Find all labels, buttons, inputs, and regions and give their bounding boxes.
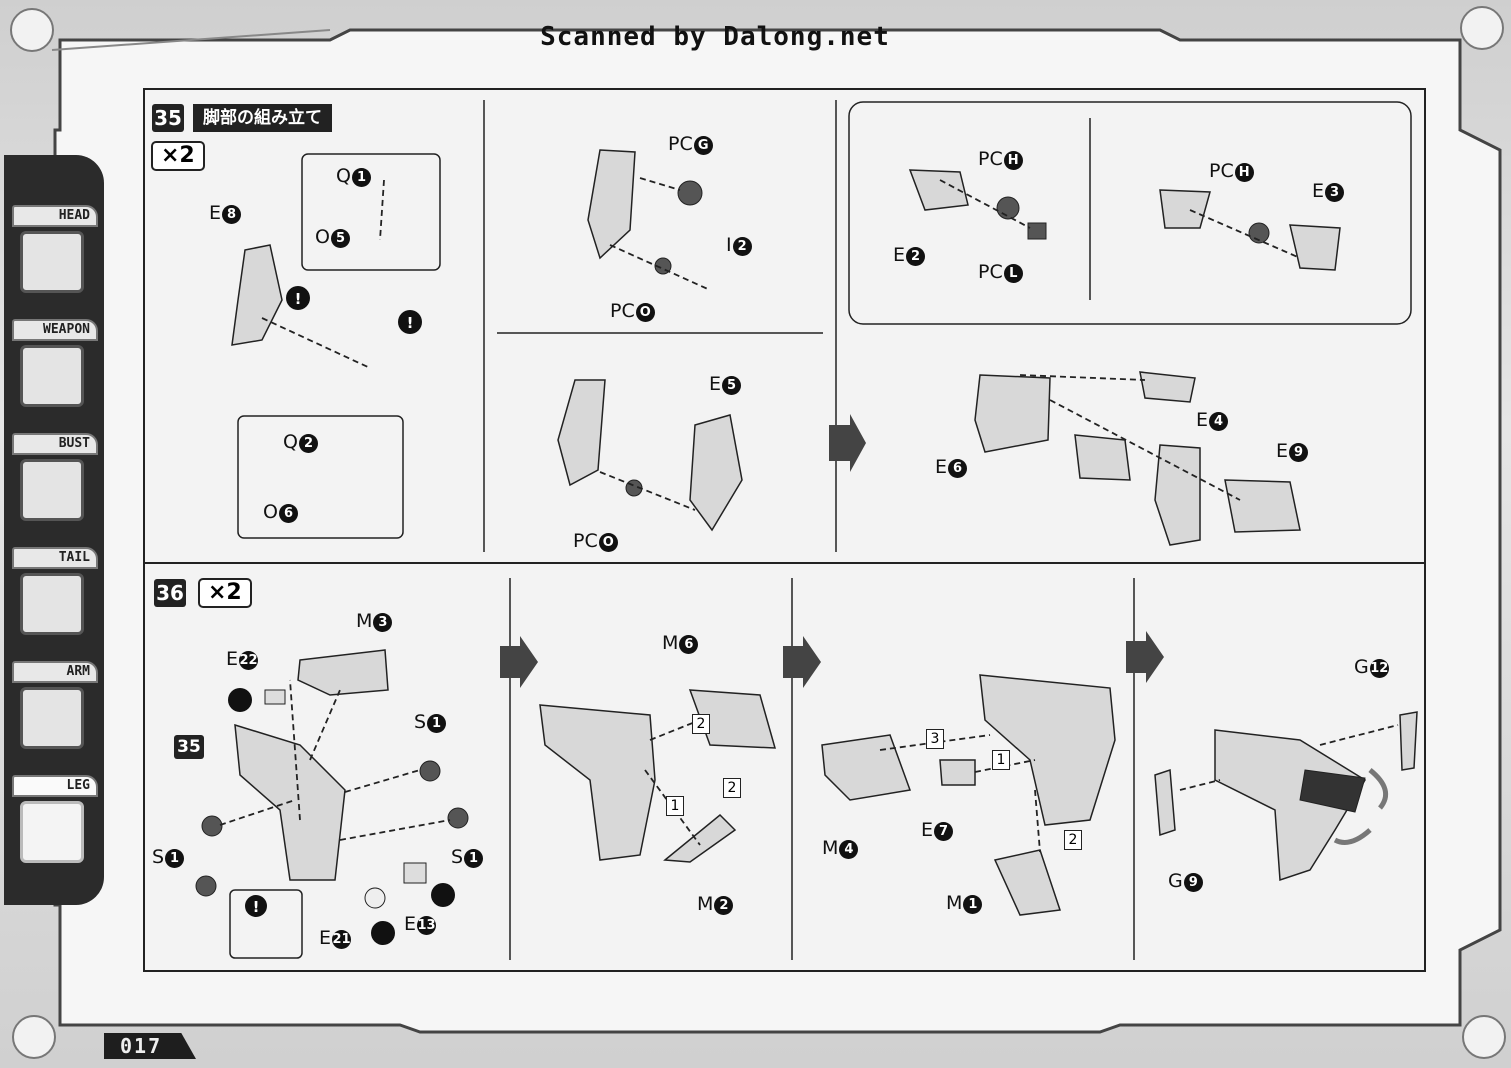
sidebar-tab-head[interactable]: HEAD <box>12 205 98 293</box>
part-label: E22 <box>226 648 259 670</box>
page-number: 017 <box>104 1033 196 1059</box>
sidebar-tab-label: ARM <box>12 661 98 683</box>
corner-emblem-icon <box>1462 1015 1506 1059</box>
corner-emblem-icon <box>12 1015 56 1059</box>
sidebar-tab-label: LEG <box>12 775 98 797</box>
tail-part-icon <box>20 573 84 635</box>
step-number-badge: 35 <box>152 104 184 132</box>
part-label: E21 <box>319 927 352 949</box>
head-part-icon <box>20 231 84 293</box>
sidebar-tab-label: TAIL <box>12 547 98 569</box>
step-divider <box>143 562 1426 564</box>
scan-watermark: Scanned by Dalong.net <box>540 22 890 52</box>
assembly-order-mark: 2 <box>1064 830 1082 850</box>
step-title: 脚部の組み立て <box>193 104 332 132</box>
reference-step-badge: 35 <box>174 735 204 759</box>
sidebar-tab-leg[interactable]: LEG <box>12 775 98 863</box>
svg-text:!: ! <box>295 290 302 308</box>
bust-part-icon <box>20 459 84 521</box>
assembly-order-mark: 2 <box>692 714 710 734</box>
assembly-order-mark: 1 <box>666 796 684 816</box>
step-multiplier: ×2 <box>198 578 252 608</box>
assembly-order-mark: 2 <box>723 778 741 798</box>
sidebar-tab-label: BUST <box>12 433 98 455</box>
sidebar-tab-arm[interactable]: ARM <box>12 661 98 749</box>
corner-emblem-icon <box>1460 6 1504 50</box>
weapon-part-icon <box>20 345 84 407</box>
instructions-frame <box>143 88 1426 972</box>
assembly-order-mark: 1 <box>992 750 1010 770</box>
svg-text:!: ! <box>407 314 414 332</box>
assembly-order-mark: 3 <box>926 729 944 749</box>
corner-emblem-icon <box>10 8 54 52</box>
leg-part-icon <box>20 801 84 863</box>
sidebar-tab-label: HEAD <box>12 205 98 227</box>
sidebar-tab-bust[interactable]: BUST <box>12 433 98 521</box>
part-label: G12 <box>1354 656 1389 678</box>
sidebar-tab-tail[interactable]: TAIL <box>12 547 98 635</box>
sidebar-tab-label: WEAPON <box>12 319 98 341</box>
part-index-sidebar: HEAD WEAPON BUST TAIL ARM LEG <box>4 155 104 905</box>
sidebar-tab-weapon[interactable]: WEAPON <box>12 319 98 407</box>
part-label: E13 <box>404 913 437 935</box>
step-number-badge: 36 <box>154 579 186 607</box>
svg-text:!: ! <box>253 898 260 916</box>
step-multiplier: ×2 <box>151 141 205 171</box>
arm-part-icon <box>20 687 84 749</box>
